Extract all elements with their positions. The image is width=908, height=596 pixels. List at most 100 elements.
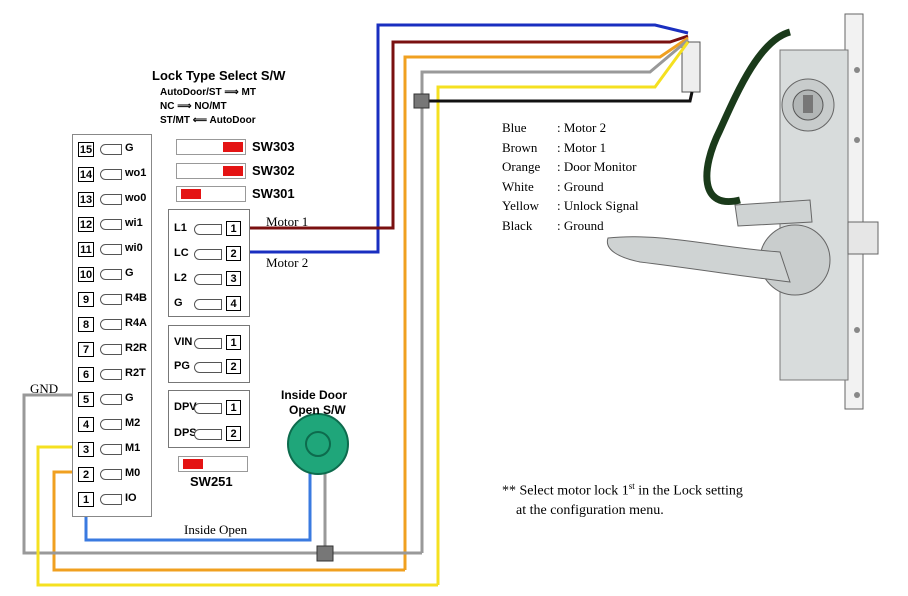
block-terminal-label: DPS — [174, 427, 197, 439]
motor2-wire-label: Motor 2 — [266, 255, 309, 270]
dip-switch-sw251[interactable] — [178, 456, 248, 472]
terminal-label: G — [125, 267, 134, 279]
inside-door-label-2: Open S/W — [289, 403, 346, 417]
terminal-number: 15 — [78, 142, 94, 157]
terminal-label: wo0 — [125, 192, 147, 204]
dip-switch-sw303[interactable] — [176, 139, 246, 155]
terminal-screw — [100, 169, 122, 180]
block-terminal-number: 1 — [226, 221, 241, 236]
block-terminal-number: 2 — [226, 426, 241, 441]
terminal-number: 10 — [78, 267, 94, 282]
lock-select-line2: NC ⟹ NO/MT — [160, 101, 227, 112]
terminal-number: 1 — [78, 492, 94, 507]
block-terminal-number: 4 — [226, 296, 241, 311]
legend-color-name: Orange — [502, 159, 541, 174]
terminal-screw — [100, 494, 122, 505]
terminal-number: 14 — [78, 167, 94, 182]
terminal-row: 14 wo1 — [78, 165, 158, 185]
legend-meaning: Ground — [563, 217, 604, 233]
inside-open-wire-label: Inside Open — [184, 522, 248, 537]
terminal-label: G — [125, 142, 134, 154]
block-terminal-screw — [194, 224, 222, 235]
terminal-number: 13 — [78, 192, 94, 207]
terminal-number: 2 — [78, 467, 94, 482]
legend-row: Black: Ground — [502, 218, 604, 234]
inside-door-open-switch-center — [305, 431, 331, 457]
legend-color-name: Black — [502, 217, 533, 233]
dp-block-row: DPV 1 — [170, 398, 248, 418]
block-terminal-screw — [194, 429, 222, 440]
wire-gray — [420, 38, 689, 553]
block-terminal-screw — [194, 403, 222, 414]
block-terminal-screw — [194, 299, 222, 310]
wires — [22, 23, 694, 587]
block-terminal-number: 2 — [226, 359, 241, 374]
terminal-label: R2R — [125, 342, 148, 354]
wire-gray-lower — [22, 393, 422, 555]
block-terminal-label: G — [174, 297, 183, 309]
motor1-wire-label: Motor 1 — [266, 214, 309, 229]
block-terminal-label: L2 — [174, 272, 187, 284]
terminal-label: M2 — [125, 417, 141, 429]
terminal-row: 13 wo0 — [78, 190, 158, 210]
block-terminal-label: DPV — [174, 401, 197, 413]
motor-block-row: L1 1 — [170, 219, 248, 239]
terminal-number: 5 — [78, 392, 94, 407]
block-terminal-label: VIN — [174, 336, 193, 348]
terminal-row: 15 G — [78, 140, 158, 160]
legend-row: Brown: Motor 1 — [502, 140, 606, 156]
wire-orange — [403, 36, 689, 570]
sw301-label: SW301 — [252, 186, 295, 201]
block-terminal-label: L1 — [174, 222, 187, 234]
wire-brown — [238, 34, 689, 230]
config-note-suffix: in the Lock setting — [634, 483, 743, 499]
legend-color-name: Yellow — [502, 198, 539, 213]
terminal-number: 11 — [78, 242, 94, 257]
terminal-label: wi1 — [125, 217, 143, 229]
legend-sep: : — [557, 159, 561, 174]
block-terminal-number: 1 — [226, 335, 241, 350]
terminal-screw — [100, 219, 122, 230]
block-terminal-number: 1 — [226, 400, 241, 415]
sw302-label: SW302 — [252, 163, 295, 178]
mortise-lock-illustration — [606, 13, 879, 410]
terminal-screw — [100, 344, 122, 355]
legend-meaning: Ground — [563, 178, 604, 194]
terminal-label: G — [125, 392, 134, 404]
terminal-label: M0 — [125, 467, 141, 479]
legend-sep: : — [557, 120, 561, 135]
config-note-prefix: ** Select motor lock 1 — [502, 483, 629, 499]
terminal-label: wo1 — [125, 167, 147, 179]
wire-orange-lower — [52, 470, 405, 572]
legend-sep: : — [557, 198, 561, 213]
terminal-number: 8 — [78, 317, 94, 332]
terminal-number: 9 — [78, 292, 94, 307]
terminal-screw — [100, 469, 122, 480]
terminal-row: 10 G — [78, 265, 158, 285]
legend-color-name: Brown — [502, 139, 538, 155]
junction-upper — [413, 93, 430, 109]
terminal-number: 7 — [78, 342, 94, 357]
config-note-line2: at the configuration menu. — [516, 503, 664, 518]
legend-meaning: Door Monitor — [563, 159, 637, 174]
terminal-screw — [100, 294, 122, 305]
wire-inside-open — [84, 472, 312, 542]
dip-switch-sw301[interactable] — [176, 186, 246, 202]
legend-color-name: Blue — [502, 120, 527, 135]
dip-switch-sw302[interactable] — [176, 163, 246, 179]
terminal-label: R4B — [125, 292, 148, 304]
inside-door-label-1: Inside Door — [281, 388, 348, 402]
block-terminal-screw — [194, 274, 222, 285]
block-terminal-screw — [194, 338, 222, 349]
terminal-screw — [100, 194, 122, 205]
gnd-wire-label: GND — [30, 381, 59, 396]
lock-select-line3: ST/MT ⟸ AutoDoor — [160, 115, 256, 126]
legend-sep: : — [557, 217, 561, 233]
